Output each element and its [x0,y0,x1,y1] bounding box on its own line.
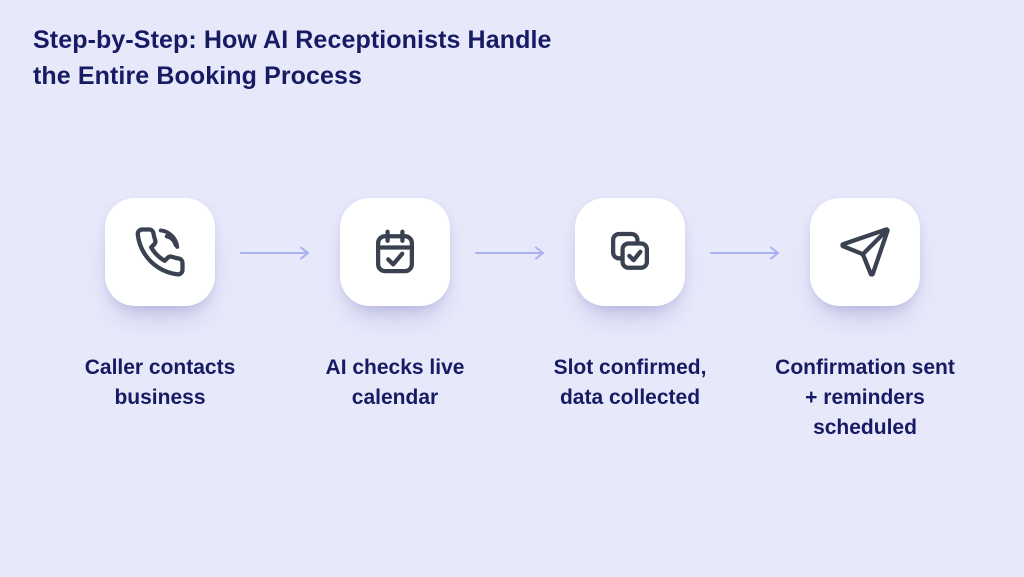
step-label: Slot confirmed, data collected [553,356,707,409]
calendar-check-icon [375,229,415,274]
copy-check-icon [610,231,650,270]
step-slot-confirmed: Slot confirmed, data collected [520,198,740,413]
step-label: AI checks live calendar [325,356,465,409]
step-ai-checks-calendar: AI checks live calendar [285,198,505,413]
step-caller-contacts: Caller contacts business [50,198,270,413]
step-card [810,198,920,306]
send-icon [840,227,890,277]
step-label: Caller contacts business [84,356,236,409]
arrow-right-icon [710,246,779,260]
step-card [340,198,450,306]
step-card [105,198,215,306]
arrow-right-icon [240,246,309,260]
step-card [575,198,685,306]
step-confirmation-sent: Confirmation sent + reminders scheduled [755,198,975,443]
page-title: Step-by-Step: How AI Receptionists Handl… [33,26,552,90]
phone-call-icon [135,227,185,277]
arrow-right-icon [475,246,544,260]
step-label: Confirmation sent + reminders scheduled [775,356,955,439]
